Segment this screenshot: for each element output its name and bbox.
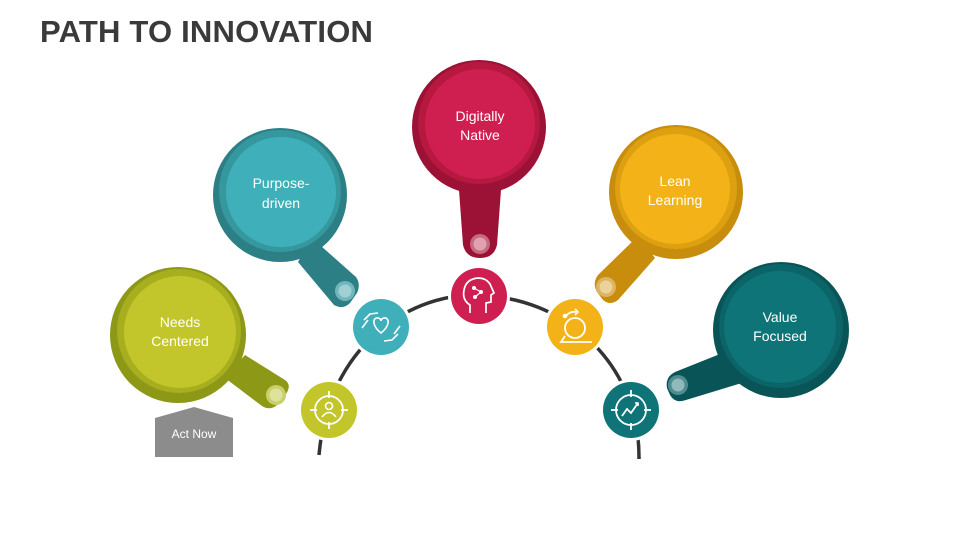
page-title: PATH TO INNOVATION	[40, 14, 374, 49]
act-now-button[interactable]: Act Now	[155, 407, 233, 457]
pin-label-purpose-1: Purpose-	[253, 175, 310, 191]
pin-label-lean-2: Learning	[648, 192, 703, 208]
pin-label-needs-1: Needs	[160, 314, 200, 330]
hands-heart-icon	[350, 296, 412, 358]
act-now-label: Act Now	[172, 427, 217, 441]
process-loop-icon	[544, 296, 606, 358]
pin-value-focused[interactable]: Value Focused	[666, 262, 849, 402]
pin-label-value-1: Value	[763, 309, 798, 325]
digital-head-icon	[448, 265, 510, 327]
pin-digitally-native[interactable]: Digitally Native	[412, 60, 546, 258]
pin-label-needs-2: Centered	[151, 333, 209, 349]
pin-purpose-driven[interactable]: Purpose- driven	[213, 128, 359, 308]
chart-target-icon	[600, 379, 662, 441]
pin-label-value-2: Focused	[753, 328, 807, 344]
pin-label-digital-2: Native	[460, 127, 500, 143]
pin-label-purpose-2: driven	[262, 195, 300, 211]
pin-label-lean-1: Lean	[659, 173, 690, 189]
pin-lean-learning[interactable]: Lean Learning	[594, 125, 743, 303]
target-person-icon	[298, 379, 360, 441]
pin-needs-centered[interactable]: Needs Centered	[110, 267, 289, 409]
pin-label-digital-1: Digitally	[455, 108, 504, 124]
